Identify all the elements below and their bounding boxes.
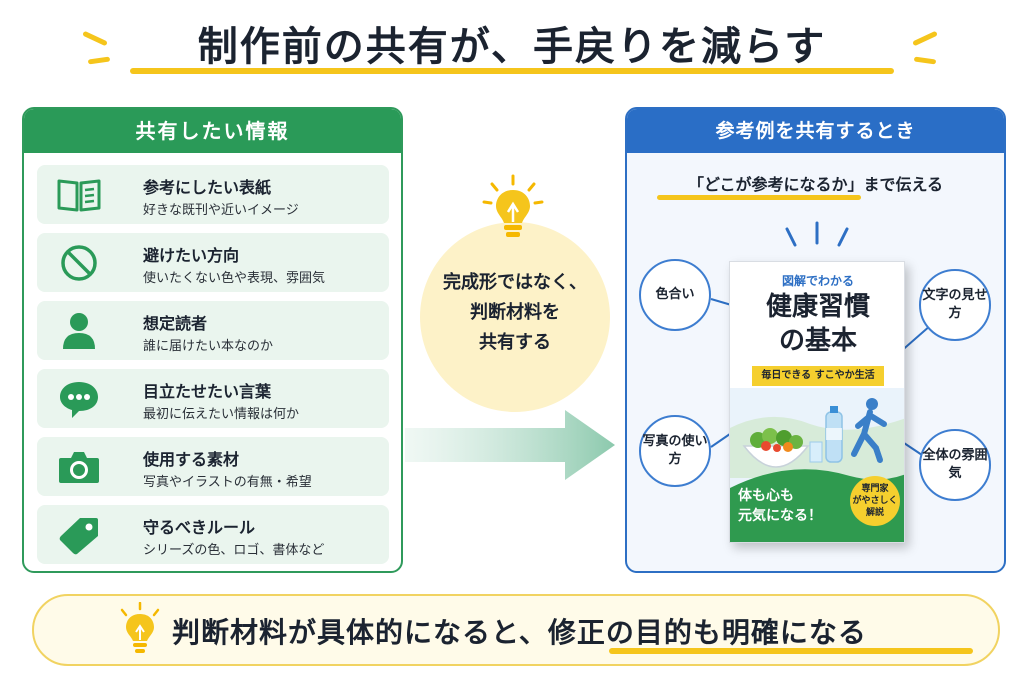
book-badge-line-2: がやさしく [852,496,898,506]
info-item-highlight-words: 目立たせたい言葉 最初に伝えたい情報は何か [37,369,389,428]
info-item-title: 避けたい方向 [143,246,240,265]
bubble-photo: 写真の使い方 [639,415,711,487]
info-item-title: 目立たせたい言葉 [143,382,272,401]
info-item-sub: 使いたくない色や表現、雰囲気 [143,271,326,286]
info-panel: 共有したい情報 参考にしたい表紙 好きな既刊や近いイメージ [22,107,403,573]
bubble-color: 色合い [639,259,711,331]
info-item-sub: シリーズの色、ロゴ、書体など [143,543,325,558]
banner-underline [609,648,973,654]
bubble-text-style: 文字の見せ方 [919,269,991,341]
subtitle-underline [657,195,861,200]
middle-line-1: 完成形ではなく、 [443,272,587,293]
info-item-title: 守るべきルール [143,518,256,537]
middle-line-3: 共有する [479,332,551,353]
reference-panel: 参考例を共有するとき 「どこが参考になるか」まで伝える 色合い 文字の見せ方 写… [625,107,1006,573]
info-item-sub: 好きな既刊や近いイメージ [143,203,299,218]
book-bottom-line-1: 体も心も [738,488,794,504]
person-icon [55,310,103,352]
info-item-title: 参考にしたい表紙 [143,178,272,197]
lightbulb-icon [114,601,166,664]
info-item-avoid-direction: 避けたい方向 使いたくない色や表現、雰囲気 [37,233,389,292]
middle-line-2: 判断材料を [470,302,560,323]
title-underline [130,68,894,74]
info-item-title: 使用する素材 [143,450,240,469]
info-panel-header: 共有したい情報 [24,109,401,153]
book-icon [55,174,103,216]
reference-panel-subtitle: 「どこが参考になるか」まで伝える [687,175,944,194]
info-item-sub: 誰に届けたい本なのか [143,339,274,354]
info-item-sub: 最初に伝えたい情報は何か [143,407,300,422]
flow-arrow-icon [405,406,619,488]
conclusion-text: 判断材料が具体的になると、修正の目的も明確になる [172,616,867,649]
book-badge-line-3: 解説 [865,508,884,518]
tag-icon [55,514,103,556]
middle-circle [420,222,610,412]
info-item-rules: 守るべきルール シリーズの色、ロゴ、書体など [37,505,389,564]
info-item-materials: 使用する素材 写真やイラストの有無・希望 [37,437,389,496]
title-area: 制作前の共有が、手戻りを減らす [0,6,1024,84]
book-title-line-2: の基本 [778,326,857,356]
book-badge: 専門家 がやさしく 解説 [850,476,900,526]
lightbulb-icon [480,174,546,248]
book-tag: 図解でわかる [781,274,854,288]
attention-marks [785,221,849,247]
info-item-sub: 写真やイラストの有無・希望 [143,475,312,490]
book-bottom-line-2: 元気になる！ [738,508,822,524]
book-bottom-copy: 体も心も 元気になる！ [738,486,822,526]
info-list: 参考にしたい表紙 好きな既刊や近いイメージ 避けたい方向 使いたくない色や表現、… [37,165,389,571]
book-title: 健康習慣 の基本 [730,290,904,358]
book-badge-line-1: 専門家 [861,484,889,494]
camera-icon [55,446,103,488]
middle-message: 完成形ではなく、 判断材料を 共有する [420,268,610,358]
book-band: 毎日できる すこやか生活 [752,366,884,386]
info-item-target-reader: 想定読者 誰に届けたい本なのか [37,301,389,360]
page-title: 制作前の共有が、手戻りを減らす [197,24,827,70]
speech-bubble-icon [55,378,103,420]
sample-book-cover: 図解でわかる 健康習慣 の基本 毎日できる すこやか生活 [729,261,905,543]
reference-panel-header: 参考例を共有するとき [627,109,1004,153]
info-item-title: 想定読者 [143,314,208,333]
info-item-reference-cover: 参考にしたい表紙 好きな既刊や近いイメージ [37,165,389,224]
conclusion-banner: 判断材料が具体的になると、修正の目的も明確になる [32,594,1000,666]
bubble-mood: 全体の雰囲気 [919,429,991,501]
prohibited-icon [55,242,103,284]
book-title-line-1: 健康習慣 [765,292,870,322]
